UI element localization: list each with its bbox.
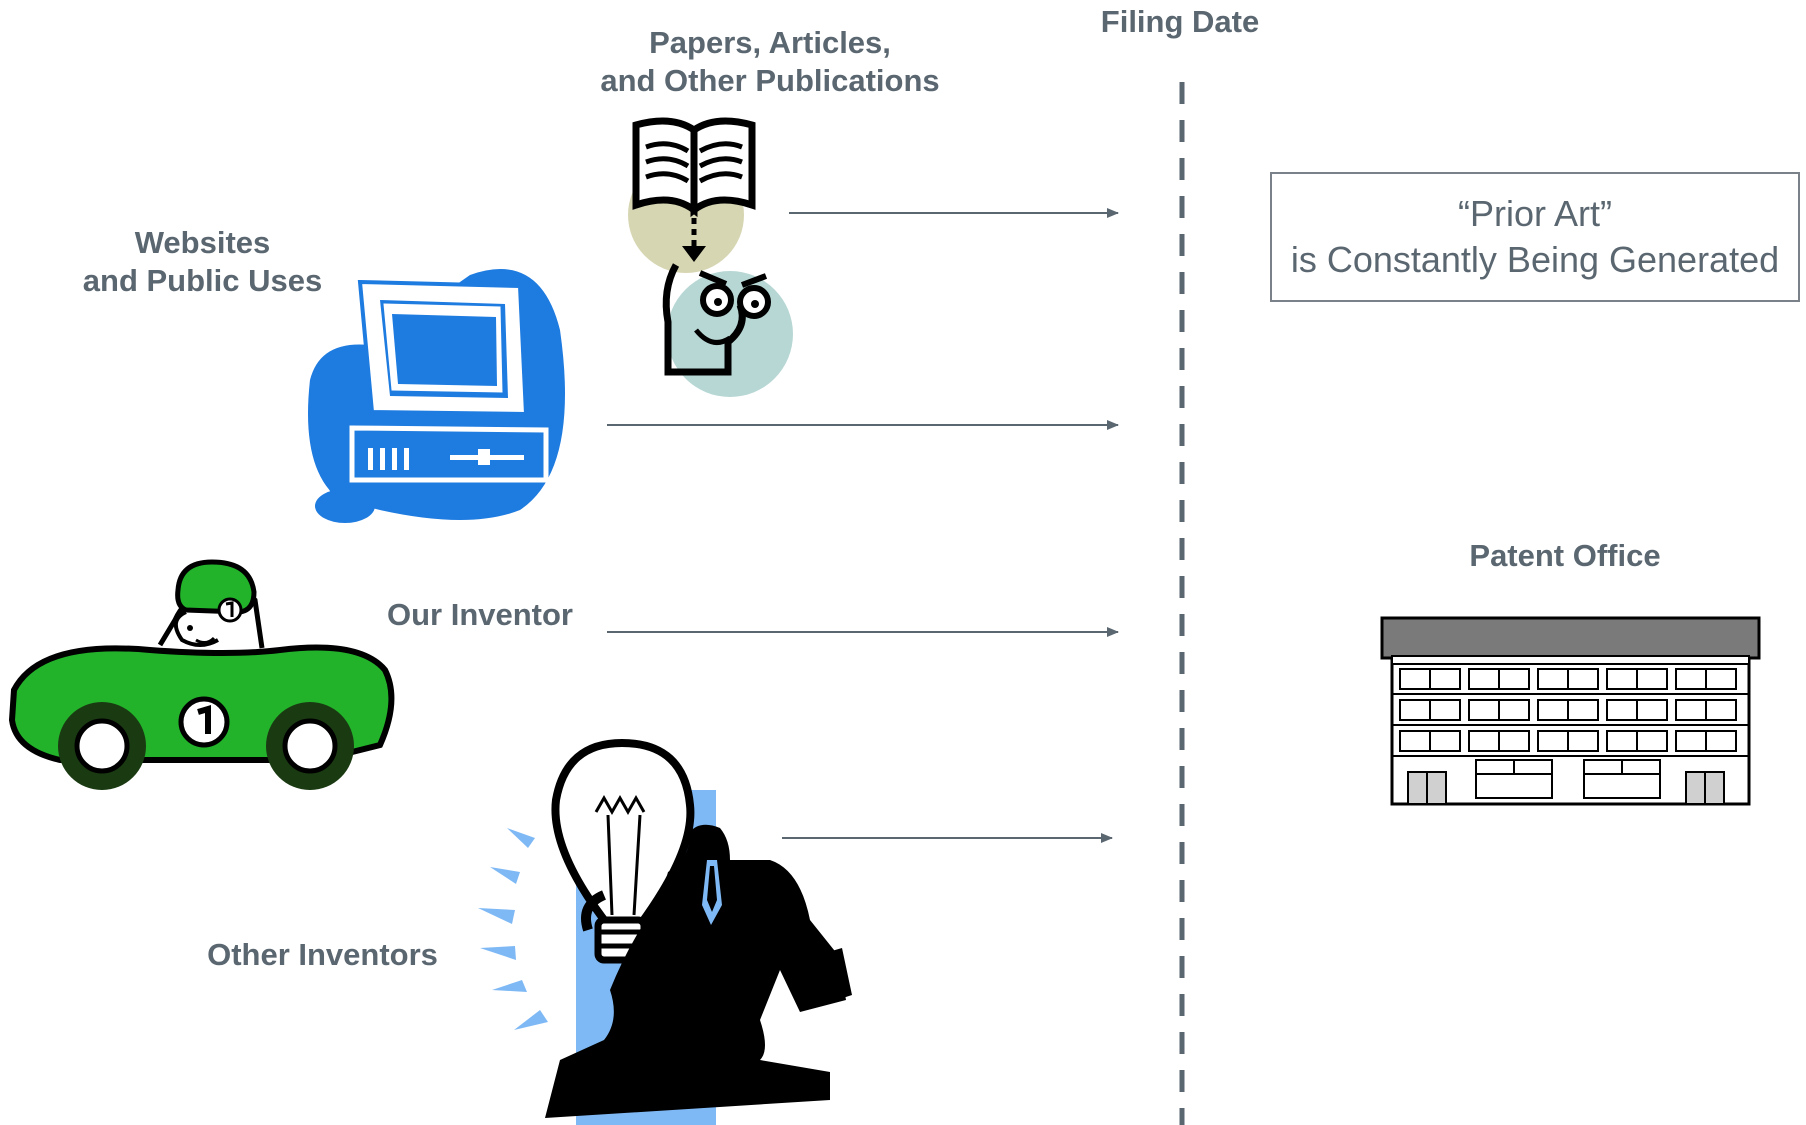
websites-label-line2: and Public Uses	[82, 263, 323, 298]
websites-label-line1: Websites	[134, 225, 271, 260]
our-inventor-label: Our Inventor	[386, 597, 573, 632]
book-icon	[628, 117, 756, 273]
patent-office-label: Patent Office	[1469, 538, 1661, 573]
websites-label: Websites and Public Uses	[50, 224, 355, 300]
callout-line1: “Prior Art”	[1457, 193, 1612, 234]
race-car-icon	[8, 559, 395, 790]
building-icon	[1380, 616, 1761, 806]
businessman-icon	[545, 824, 852, 1118]
prior-art-callout: “Prior Art” is Constantly Being Generate…	[1270, 172, 1800, 302]
publications-label: Papers, Articles, and Other Publications	[560, 24, 980, 100]
other-inventors-label: Other Inventors	[207, 937, 438, 972]
lightbulb-icon	[478, 738, 716, 1125]
computer-icon	[308, 269, 565, 523]
face-icon	[662, 263, 793, 397]
publications-label-line1: Papers, Articles,	[649, 25, 891, 60]
publications-label-line2: and Other Publications	[600, 63, 940, 98]
callout-line2: is Constantly Being Generated	[1290, 239, 1780, 280]
filing-date-label: Filing Date	[1100, 4, 1260, 39]
